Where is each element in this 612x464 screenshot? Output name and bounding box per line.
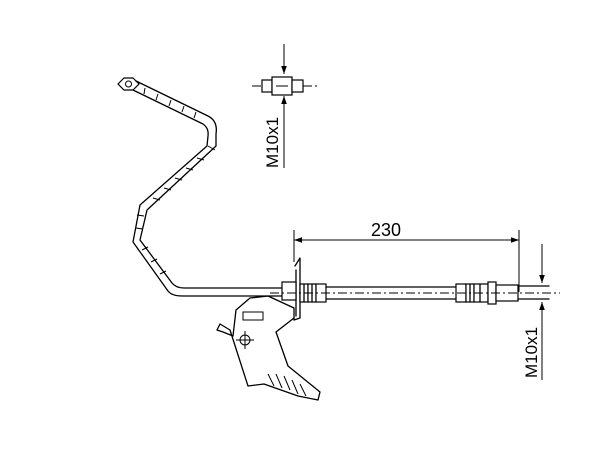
mounting-bracket: [216, 257, 321, 401]
thread-nut-right: [291, 79, 304, 93]
left-fitting-hex: [281, 281, 297, 301]
dimension-value: 230: [371, 220, 401, 240]
brake-hose-assembly: [270, 281, 560, 305]
thread-label-right: M10x1: [522, 327, 541, 378]
thread-label-top: M10x1: [263, 117, 282, 168]
length-dimension: 230: [293, 220, 520, 292]
banjo-eye: [117, 77, 140, 91]
brake-line-tube: [117, 77, 283, 297]
thread-detail-top: M10x1: [252, 44, 318, 168]
thread-detail-right: M10x1: [522, 244, 545, 380]
bracket-slot: [242, 311, 264, 321]
thread-nut-left: [261, 79, 273, 93]
bracket-hatching: [267, 373, 307, 397]
